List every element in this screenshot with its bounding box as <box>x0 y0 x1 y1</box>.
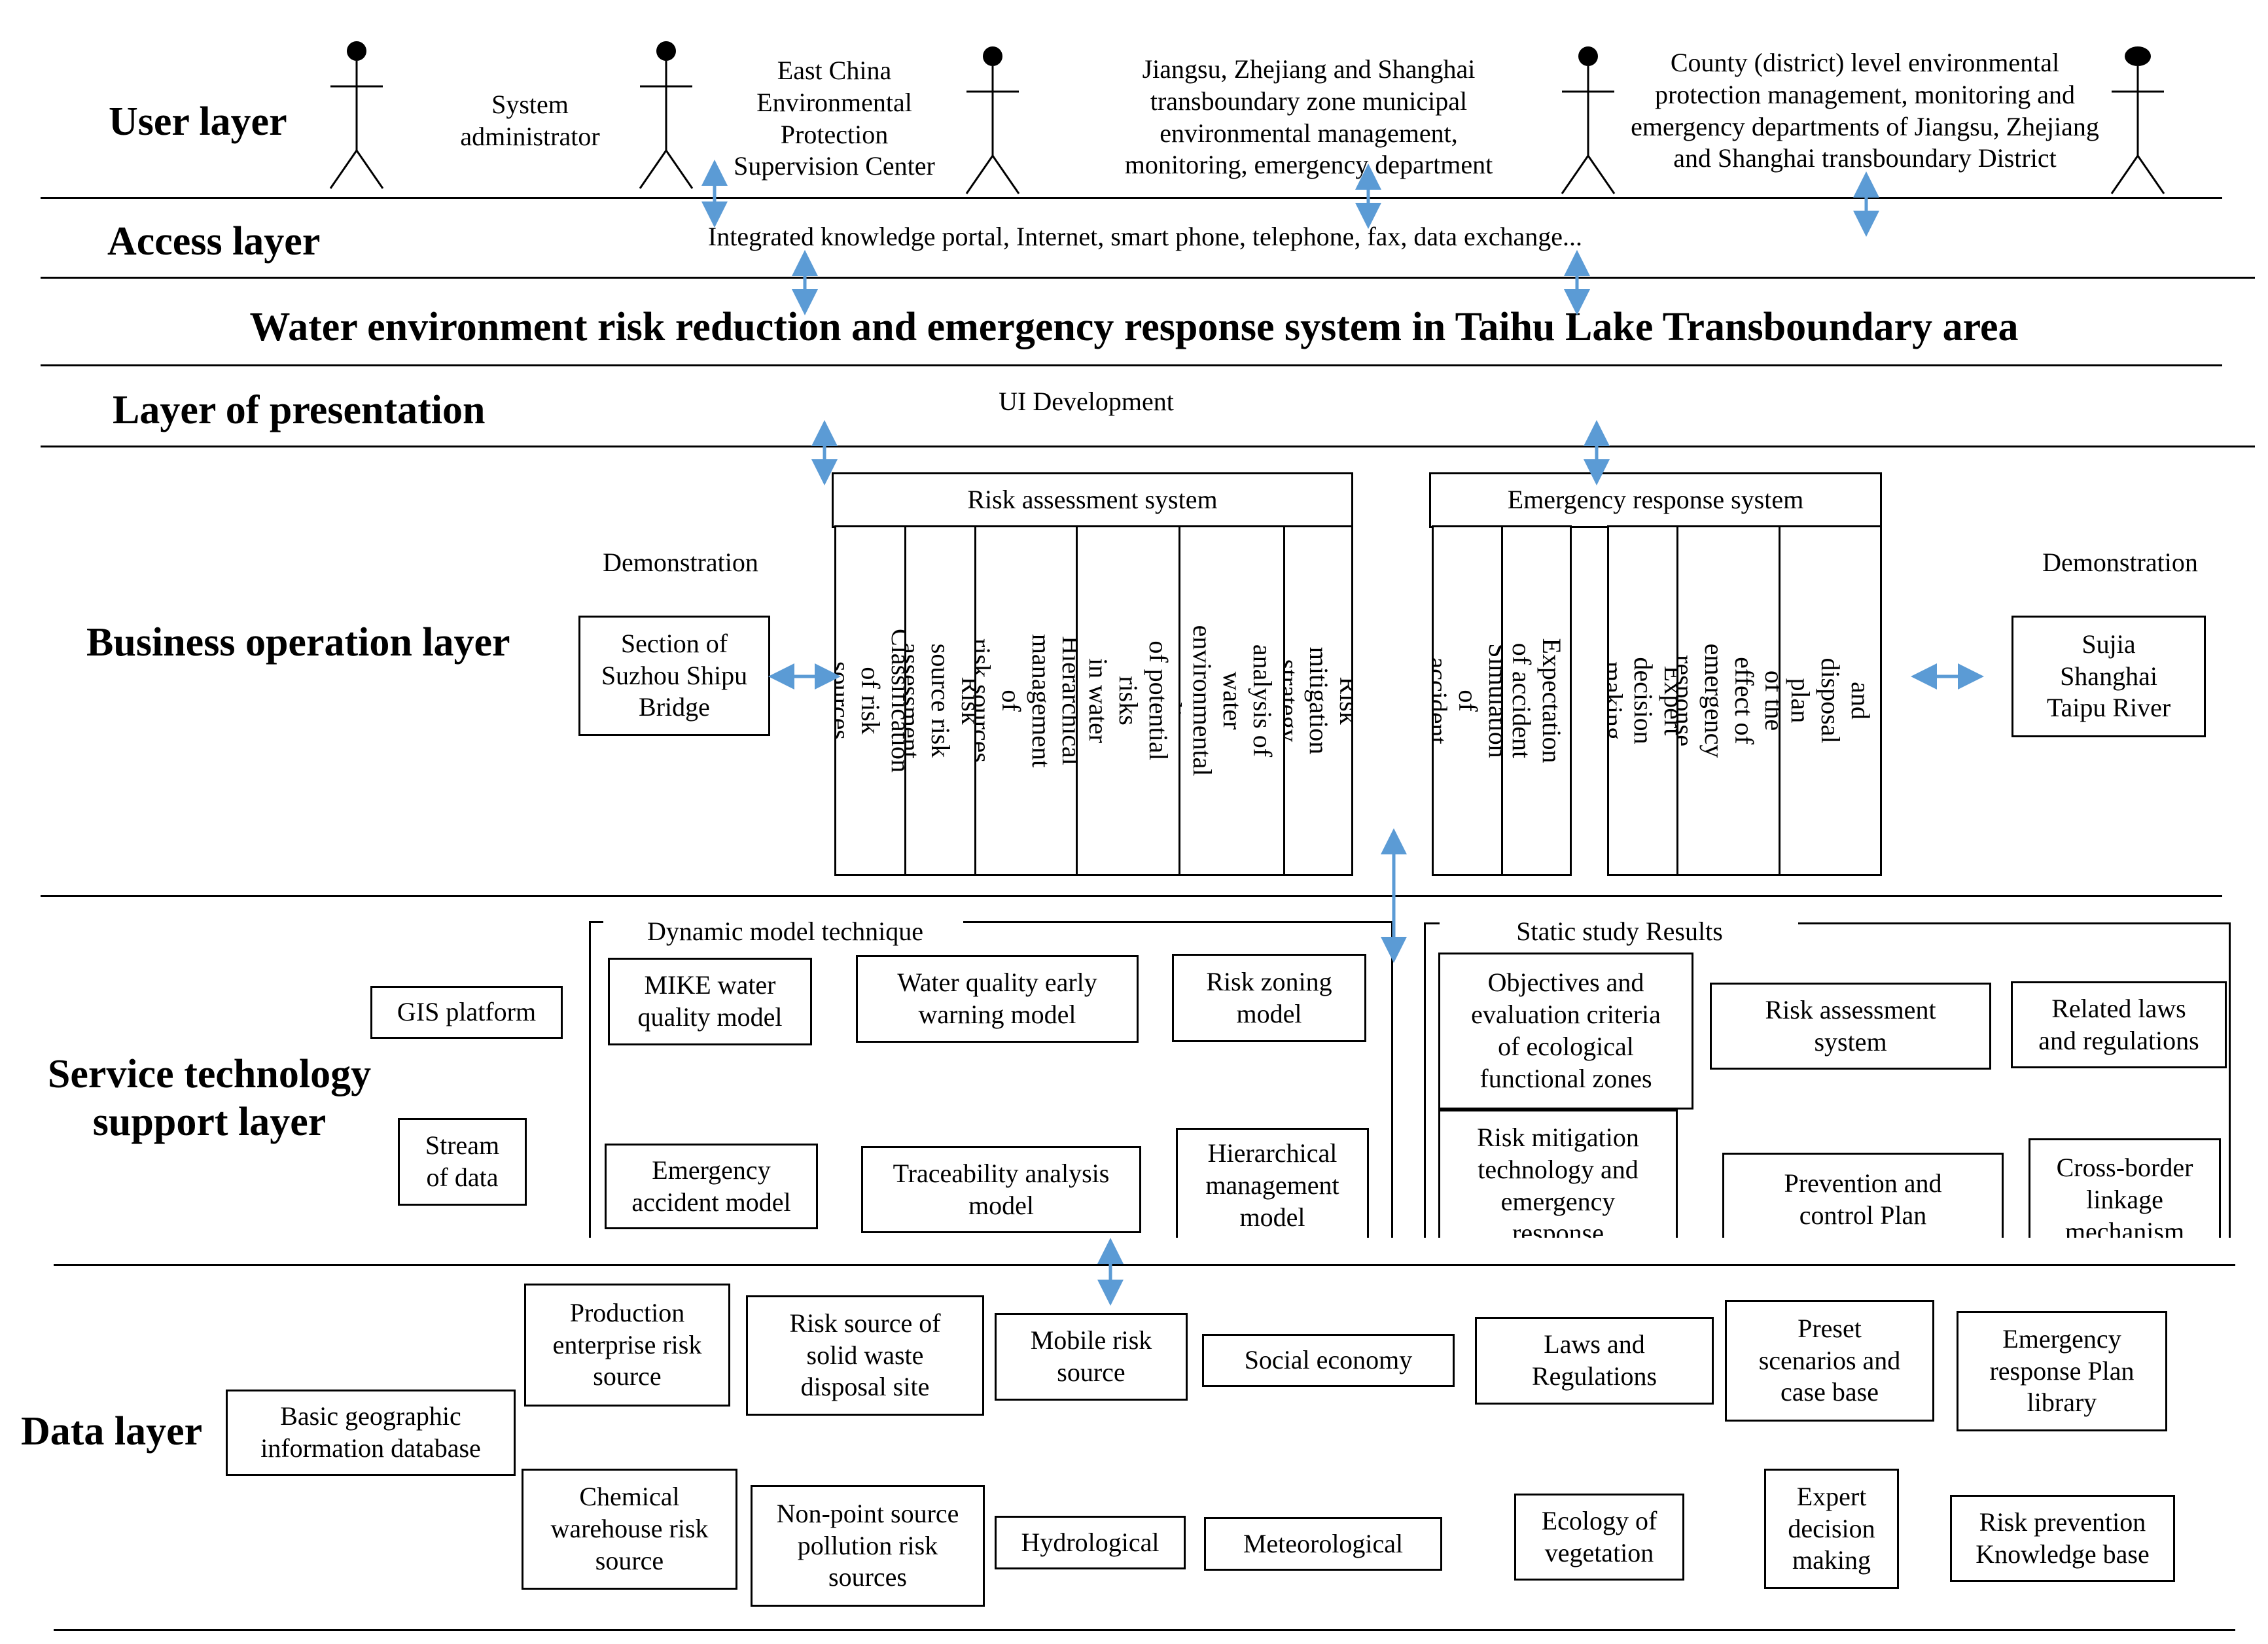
result-ecological-zones: Objectives and evaluation criteria of ec… <box>1438 953 1693 1110</box>
data-non-point-source: Non-point source pollution risk sources <box>751 1485 985 1607</box>
risk-item-source-assessment: Risk source risk assessment <box>904 525 976 876</box>
risk-assessment-system-header: Risk assessment system <box>832 472 1353 528</box>
separator-presentation-business <box>41 446 2255 447</box>
user-system-administrator: System administrator <box>460 90 600 151</box>
actor-icon <box>639 41 694 189</box>
risk-item-prediction: Prediction of potential risks in water e… <box>1076 525 1180 876</box>
dynamic-group-left-border <box>589 921 591 1239</box>
demonstration-label-left: Demonstration <box>603 548 758 577</box>
model-emergency-accident: Emergency accident model <box>605 1144 818 1229</box>
data-expert-decision: Expert decision making <box>1764 1469 1899 1589</box>
data-solid-waste: Risk source of solid waste disposal site <box>746 1295 984 1416</box>
data-laws-regulations: Laws and Regulations <box>1475 1317 1714 1405</box>
emergency-response-system-header: Emergency response system <box>1429 472 1882 528</box>
dynamic-model-title: Dynamic model technique <box>647 917 924 946</box>
dynamic-group-right-border <box>1391 921 1393 1239</box>
layer-label-user: User layer <box>109 99 287 144</box>
emergency-item-plan-evaluation: Evaluation of the effect of emergency re… <box>1676 525 1781 876</box>
separator-title-presentation <box>41 364 2222 366</box>
result-risk-assessment-system: Risk assessment system <box>1710 983 1991 1070</box>
risk-item-trend-analysis: Trend analysis of water environmental qu… <box>1178 525 1285 876</box>
static-results-title: Static study Results <box>1516 917 1723 946</box>
demonstration-box-taipu-river: Sujia Shanghai Taipu River <box>2011 616 2206 737</box>
separator-business-service <box>41 895 2222 897</box>
stream-of-data-box: Stream of data <box>398 1118 527 1206</box>
dynamic-group-top-border <box>589 921 603 923</box>
static-group-top-border <box>1798 922 2229 924</box>
data-social-economy: Social economy <box>1202 1334 1455 1387</box>
data-hydrological: Hydrological <box>995 1516 1186 1569</box>
result-cross-border-mechanism: Cross-border linkage mechanism <box>2029 1138 2221 1239</box>
data-preset-scenarios: Preset scenarios and case base <box>1725 1300 1934 1422</box>
emergency-item-expert-decision: Expert decision making <box>1607 525 1679 876</box>
data-basic-geographic: Basic geographic information database <box>226 1390 516 1476</box>
static-group-right-border <box>2229 922 2231 1239</box>
static-group-top-border <box>1424 922 1440 924</box>
model-mike-water-quality: MIKE water quality model <box>608 958 812 1045</box>
data-risk-prevention-knowledge: Risk prevention Knowledge base <box>1950 1495 2175 1582</box>
user-east-china-center: East China Environmental Protection Supe… <box>734 56 935 181</box>
model-traceability: Traceability analysis model <box>861 1146 1141 1233</box>
risk-item-mitigation-strategy: Risk mitigation strategy <box>1283 525 1353 876</box>
layer-label-access: Access layer <box>107 219 321 264</box>
separator-bottom <box>54 1629 2235 1631</box>
diagram-title: Water environment risk reduction and eme… <box>249 305 2019 349</box>
result-laws-regulations: Related laws and regulations <box>2011 981 2227 1068</box>
access-channels: Integrated knowledge portal, Internet, s… <box>707 222 1583 251</box>
data-chemical-warehouse: Chemical warehouse risk source <box>522 1469 737 1590</box>
emergency-item-simulation: Simulation of accident <box>1432 525 1504 876</box>
gis-platform-box: GIS platform <box>370 986 563 1039</box>
actor-icon <box>329 41 384 189</box>
emergency-item-alert-disposal: Alert and disposal plan issued <box>1779 525 1882 876</box>
separator-user-access <box>41 197 2222 199</box>
model-early-warning: Water quality early warning model <box>856 955 1139 1043</box>
model-hierarchical-management: Hierarchical management model <box>1176 1128 1369 1239</box>
result-risk-mitigation-technology: Risk mitigation technology and emergency… <box>1438 1110 1678 1239</box>
static-group-left-border <box>1424 922 1426 1239</box>
data-production-enterprise: Production enterprise risk source <box>524 1284 730 1407</box>
demonstration-box-shipu-bridge: Section of Suzhou Shipu Bridge <box>578 616 770 736</box>
service-layer-crop <box>576 1238 2251 1263</box>
data-ecology-vegetation: Ecology of vegetation <box>1514 1494 1684 1581</box>
data-meteorological: Meteorological <box>1204 1517 1442 1571</box>
layer-label-presentation: Layer of presentation <box>113 388 486 432</box>
actor-icon <box>1561 46 1616 194</box>
separator-service-data <box>54 1264 2235 1266</box>
data-mobile-risk-source: Mobile risk source <box>995 1313 1188 1401</box>
separator-access-title <box>41 277 2255 279</box>
emergency-item-expectation: Expectation of accident <box>1501 525 1572 876</box>
demonstration-label-right: Demonstration <box>2042 548 2198 577</box>
data-emergency-plan-library: Emergency response Plan library <box>1957 1311 2167 1431</box>
layer-label-data: Data layer <box>21 1409 203 1454</box>
model-risk-zoning: Risk zoning model <box>1172 954 1366 1042</box>
user-municipal-departments: Jiangsu, Zhejiang and Shanghai transboun… <box>1124 54 1493 180</box>
ui-development-label: UI Development <box>999 387 1174 416</box>
risk-item-classification: Classification of risk sources <box>834 525 906 876</box>
actor-icon <box>965 46 1020 194</box>
layer-label-business: Business operation layer <box>86 620 510 665</box>
user-county-departments: County (district) level environmental pr… <box>1631 48 2099 173</box>
dynamic-group-top-border <box>963 921 1391 923</box>
layer-label-service: Service technology support layer <box>47 1052 372 1145</box>
result-prevention-plan: Prevention and control Plan <box>1722 1153 2004 1239</box>
actor-icon <box>2110 46 2165 194</box>
